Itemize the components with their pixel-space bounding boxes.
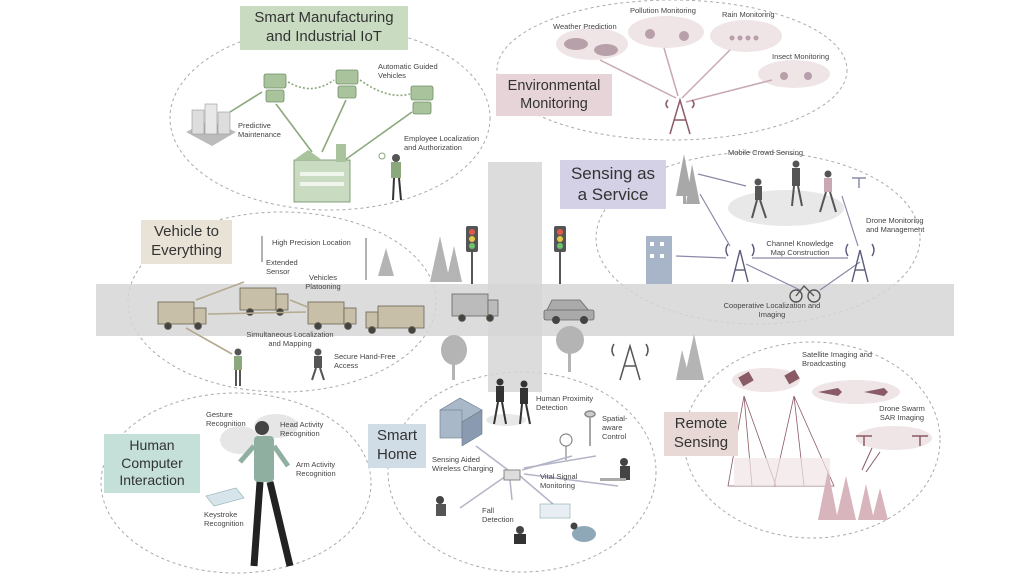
v2x-links [185,281,311,355]
signal-lines [861,447,881,473]
head-activity-label: Head Activity Recognition [280,420,324,438]
keystroke-recognition-label: Keystroke Recognition [204,510,244,528]
saas-title: Sensing as a Service [560,160,666,209]
environment-title: Environmental Monitoring [496,74,612,117]
bicycle-icon [789,284,821,303]
traffic-light-icon [466,226,566,284]
saas-links [675,173,861,291]
insect-icon [780,72,812,80]
factory-icon [293,144,351,203]
streetlamp-icon [261,236,367,280]
extended-sensor-label: Extended Sensor [266,258,298,276]
person-icon [234,348,325,386]
lamp-icon [584,410,596,446]
manufacturing-title: Smart Manufacturing and Industrial IoT [240,6,408,50]
satellite-icon [738,369,800,387]
predictive-maintenance-label: Predictive Maintenance [238,121,281,139]
tower-icon [665,97,695,135]
satellite-imaging-label: Satellite Imaging and Broadcasting [802,350,873,368]
connection-lines [229,79,413,163]
tree-icon [441,326,704,380]
drone-icon [856,435,928,446]
spatial-control-label: Spatial-aware Control [602,414,628,441]
channel-knowledge-label: Channel Knowledge Map Construction [766,239,834,257]
antenna-icon [725,243,875,283]
slam-label: Simultaneous Localization and Mapping [246,330,334,348]
pollution-monitoring-label: Pollution Monitoring [630,6,696,15]
keyboard-icon [205,487,245,507]
human-proximity-label: Human Proximity Detection [536,394,594,412]
cooperative-localization-label: Cooperative Localization and Imaging [723,301,821,319]
building-icon [186,103,236,146]
person-icon [493,378,531,425]
vital-signal-label: Vital Signal Monitoring [540,472,578,490]
rain-monitoring-label: Rain Monitoring [722,10,775,19]
pollution-icon [645,29,689,41]
tree-icon [818,470,888,520]
robot-icon [263,69,434,115]
vertical-road [488,162,542,392]
hci-title: Human Computer Interaction [104,434,200,493]
insect-monitoring-label: Insect Monitoring [772,52,830,61]
terrain-grid [734,458,830,486]
mobile-crowd-sensing-label: Mobile Crowd Sensing [728,148,804,157]
employee-localization-label: Employee Localization and Authorization [404,134,480,152]
walking-person-icon [751,160,837,219]
rain-icon [729,35,759,41]
remote-bubbles [732,368,932,450]
home-title: Smart Home [368,424,426,468]
tower-icon [611,343,649,381]
employee-person-icon [378,152,402,201]
gesture-recognition-label: Gesture Recognition [206,410,246,428]
secure-access-label: Secure Hand-Free Access [334,352,396,370]
city-building-icon [646,236,672,284]
building-icon [439,397,483,447]
environment-links [599,47,773,103]
car-icon [543,299,595,324]
manufacturing-region [169,25,491,211]
hci-region [100,392,372,574]
vital-monitor-icon [539,503,571,519]
environment-region [496,0,848,141]
wireless-charging-label: Sensing Aided Wireless Charging [432,455,494,473]
weather-prediction-label: Weather Prediction [553,22,617,31]
home-links [459,445,619,511]
vehicles-platooning-label: Vehicles Platooning [305,273,341,291]
person-icon [238,421,294,567]
v2x-title: Vehicle to Everything [141,220,232,264]
laptop-icon [503,469,521,481]
tree-icon [676,154,700,204]
tree-icon [378,236,462,282]
person-icon [436,458,630,544]
environment-bubbles [556,16,830,88]
drone-monitoring-label: Drone Monitoring and Management [866,216,925,234]
high-precision-location-label: High Precision Location [272,238,351,247]
agv-label: Automatic Guided Vehicles [378,62,438,80]
truck-icon [157,287,499,334]
drone-icon [852,177,866,188]
arm-activity-label: Arm Activity Recognition [296,460,336,478]
airplane-icon [818,388,888,396]
crowd-platform [728,190,844,226]
drone-swarm-label: Drone Swarm SAR Imaging [879,404,925,422]
fall-detection-label: Fall Detection [482,506,514,524]
cloud-icon [564,38,618,56]
remote-title: Remote Sensing [664,412,738,456]
